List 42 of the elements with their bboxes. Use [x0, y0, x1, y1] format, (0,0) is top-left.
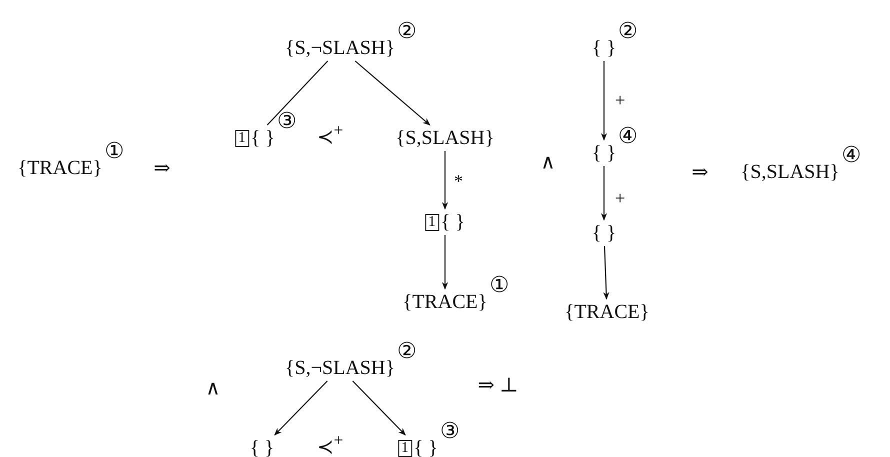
- term-text: { }: [250, 437, 274, 457]
- term-text: { }: [592, 37, 616, 59]
- arrow: [442, 235, 448, 290]
- term-text: {S,¬SLASH}: [285, 37, 395, 59]
- term-text: {S,SLASH}: [740, 161, 840, 183]
- operator-symbol: ≺$^{+}$: [316, 120, 344, 150]
- circled-number: ②: [618, 19, 638, 44]
- tag-box: 1: [235, 130, 249, 147]
- tag-box: 1: [398, 440, 412, 457]
- term-text: { }: [440, 211, 465, 233]
- term-text: {TRACE}: [564, 301, 650, 323]
- term-text: { }: [592, 142, 616, 164]
- circled-number: ②: [396, 19, 417, 44]
- term-text: { }: [592, 222, 616, 244]
- operator-symbol: ∧: [540, 150, 556, 174]
- arrow: [600, 166, 608, 221]
- term-text: {S,SLASH}: [396, 127, 494, 149]
- arrow: [354, 60, 430, 126]
- arrow: [442, 151, 448, 210]
- tag-box: 1: [425, 214, 439, 231]
- circled-number: ④: [841, 143, 862, 168]
- tree-line: [266, 60, 328, 126]
- operator-symbol: ≺$^{+}$: [316, 430, 344, 457]
- circled-number: ③: [440, 419, 460, 444]
- arrow: [600, 61, 608, 141]
- term-text: { }: [250, 127, 275, 149]
- arrow: [352, 380, 406, 436]
- term-text: { }: [414, 437, 438, 457]
- circled-number: ③: [276, 109, 297, 134]
- term-text: {S,¬SLASH}: [285, 357, 395, 379]
- circled-number: ①: [489, 273, 510, 298]
- arrow: [274, 380, 328, 436]
- arrow: [603, 246, 610, 300]
- circled-number: ②: [396, 339, 417, 364]
- term-text: {TRACE}: [402, 291, 488, 313]
- operator-symbol: ⇒: [692, 160, 708, 184]
- circled-number: ④: [618, 124, 638, 148]
- operator-symbol: ⇒ ⊥: [478, 374, 518, 398]
- term-text: {TRACE}: [18, 157, 102, 179]
- circled-number: ①: [104, 139, 124, 164]
- operator-symbol: ∧: [206, 376, 220, 400]
- operator-symbol: ⇒: [154, 156, 170, 180]
